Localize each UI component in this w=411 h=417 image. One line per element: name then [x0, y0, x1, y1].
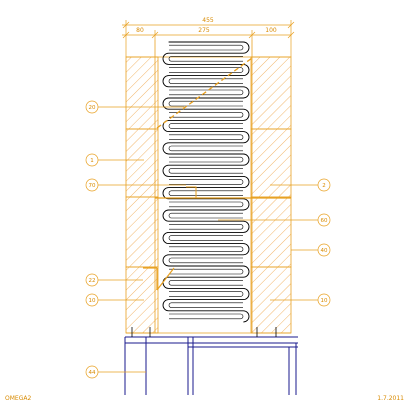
callout-label-44: 44 [89, 370, 96, 376]
dimension-middle: 275 [198, 27, 210, 34]
callout-label-20: 20 [89, 105, 96, 111]
heating-pipe-serpentine [162, 41, 250, 323]
callout-label-40: 40 [321, 248, 328, 254]
insulation-panel [250, 56, 292, 130]
pipe-inner [168, 44, 244, 320]
callout-label-70: 70 [89, 183, 96, 189]
callout-bubble-10-right [317, 293, 331, 307]
stamp-label: OMEGA2 [5, 395, 31, 402]
base-frame-ticks [131, 327, 277, 337]
right-insulation-panels [250, 56, 292, 334]
callout-bubble-60 [317, 213, 331, 227]
insulation-panel [125, 128, 159, 198]
dimension-total: 455 [202, 17, 214, 24]
drawing-date: 1.7.2011 [377, 395, 404, 402]
callout-label-10-left: 10 [89, 298, 96, 304]
callout-label-60: 60 [321, 218, 328, 224]
callout-bubble-40 [317, 243, 331, 257]
callout-label-22: 22 [89, 278, 96, 284]
callout-label-1: 1 [90, 158, 94, 164]
diagonal-dashed-line [156, 57, 253, 129]
left-insulation-panels [125, 56, 159, 334]
insulation-panel [125, 196, 159, 268]
layer-lines [126, 40, 291, 334]
dimension-right: 100 [265, 27, 277, 34]
dimension-left: 80 [136, 27, 144, 34]
insulation-panel [125, 56, 159, 130]
dimension-lines [122, 20, 295, 57]
callout-bubble-2 [317, 178, 331, 192]
callout-bubble-70 [85, 178, 99, 192]
insulation-panel [250, 128, 292, 198]
callout-label-2: 2 [322, 183, 326, 189]
callout-bubble-1 [85, 153, 99, 167]
marker-22 [143, 267, 175, 291]
base-frame [124, 336, 298, 395]
callouts [85, 100, 331, 379]
callout-bubble-10-left [85, 293, 99, 307]
callout-bubble-22 [85, 273, 99, 287]
callout-bubble-20 [85, 100, 99, 114]
pipe-outer [162, 41, 250, 323]
callout-label-10-right: 10 [321, 298, 328, 304]
marker-70 [186, 186, 197, 198]
callout-bubble-44 [85, 365, 99, 379]
insulation-panel [250, 196, 292, 268]
